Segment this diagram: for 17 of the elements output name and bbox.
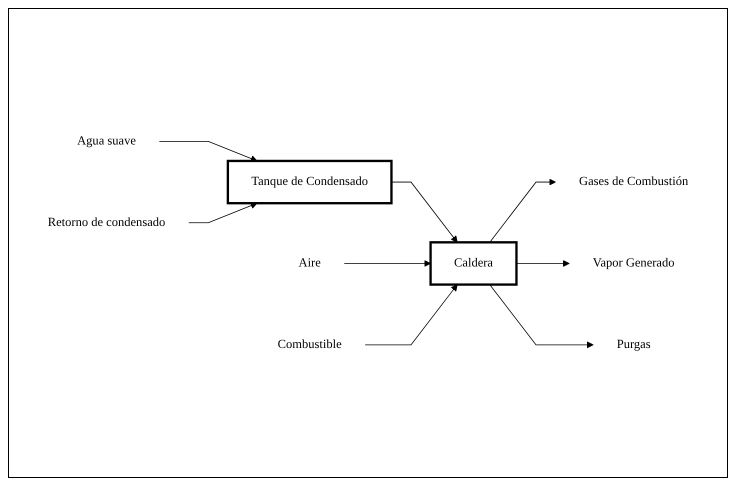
arrow [158,140,258,162]
arrow [391,182,458,243]
arrow [344,260,431,267]
arrow [489,178,556,243]
node-text: Purgas [616,338,651,351]
node-text: Vapor Generado [592,256,674,270]
node-box: Tanque de Condensado [226,160,393,204]
node-text: Agua suave [77,134,136,148]
arrow [516,260,570,267]
node-text: Gases de Combustión [579,174,688,188]
arrow [364,284,458,346]
node-box: Caldera [429,241,518,286]
node-text: Aire [298,256,321,270]
arrow [489,284,594,348]
node-text: Combustible [278,338,342,351]
node-text: Retorno de condensado [48,216,166,229]
arrow [188,202,258,224]
